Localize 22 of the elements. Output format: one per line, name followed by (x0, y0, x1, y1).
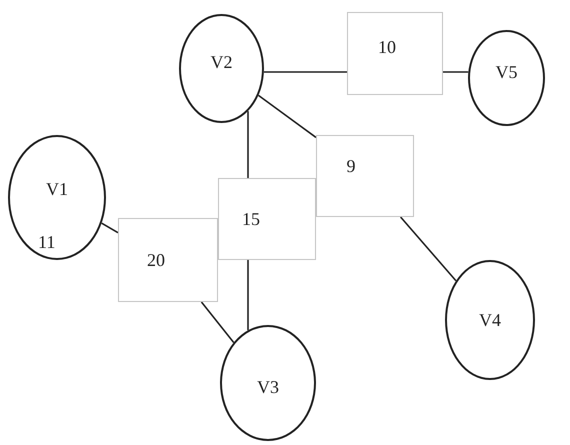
weight-label: 15 (242, 208, 260, 230)
connector-line (101, 222, 118, 234)
connector-line (200, 302, 234, 343)
number-label: 11 (38, 232, 56, 253)
weight-label: 20 (147, 250, 165, 270)
connector-line (247, 260, 249, 330)
connector-line (264, 71, 347, 73)
connector-line (443, 71, 468, 73)
connector-line (247, 111, 249, 178)
vertex-label: V5 (496, 62, 518, 82)
weight-box (118, 218, 218, 302)
vertex-label: V1 (46, 179, 68, 200)
connector-line (400, 216, 457, 282)
weight-label: 9 (346, 156, 356, 176)
vertex-label: V2 (210, 52, 232, 73)
weight-box (316, 135, 414, 217)
vertex-label: V3 (257, 376, 279, 398)
vertex-label: V4 (479, 310, 501, 330)
connector-line (258, 94, 316, 138)
weight-label: 10 (378, 37, 396, 58)
weight-box (347, 12, 443, 95)
weight-box (218, 178, 316, 260)
